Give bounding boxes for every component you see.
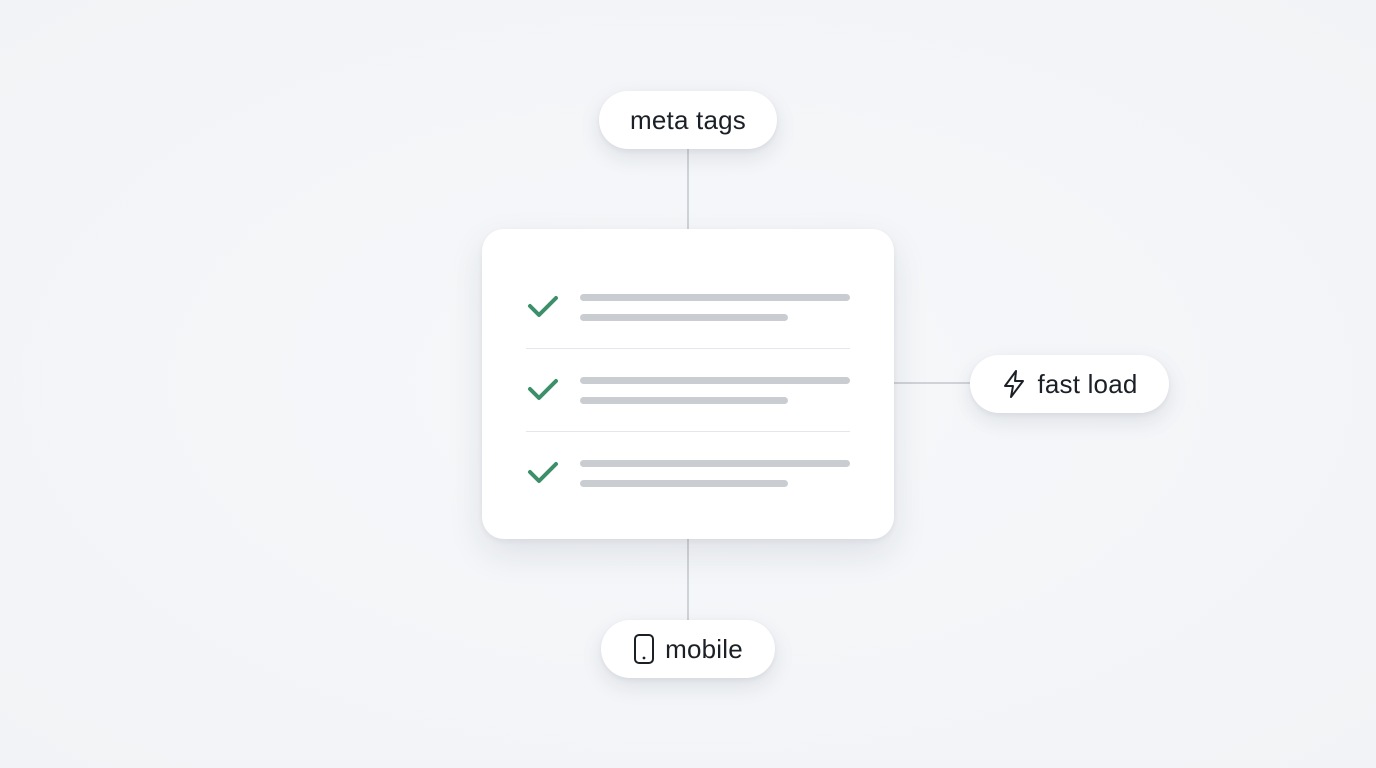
connector-right <box>893 382 971 384</box>
row-divider <box>526 431 850 432</box>
fast-load-node: fast load <box>970 355 1169 413</box>
smartphone-icon <box>633 633 655 665</box>
placeholder-line <box>580 397 788 404</box>
lightning-icon <box>1001 369 1027 399</box>
placeholder-line <box>580 460 850 467</box>
checklist-row <box>526 265 850 348</box>
fast-load-label: fast load <box>1037 368 1138 399</box>
placeholder-line <box>580 480 788 487</box>
meta-tags-node: meta tags <box>599 91 777 149</box>
placeholder-line <box>580 294 850 301</box>
row-divider <box>526 348 850 349</box>
checkmark-icon <box>528 296 558 317</box>
connector-top <box>687 148 689 230</box>
mobile-label: mobile <box>665 633 743 664</box>
mobile-node: mobile <box>601 620 775 678</box>
checklist-row <box>526 348 850 431</box>
checklist-row <box>526 431 850 514</box>
checkmark-icon <box>528 462 558 483</box>
checkmark-icon <box>528 379 558 400</box>
placeholder-line <box>580 314 788 321</box>
connector-bottom <box>687 538 689 620</box>
checklist-card <box>482 229 894 539</box>
meta-tags-label: meta tags <box>630 104 746 135</box>
placeholder-line <box>580 377 850 384</box>
